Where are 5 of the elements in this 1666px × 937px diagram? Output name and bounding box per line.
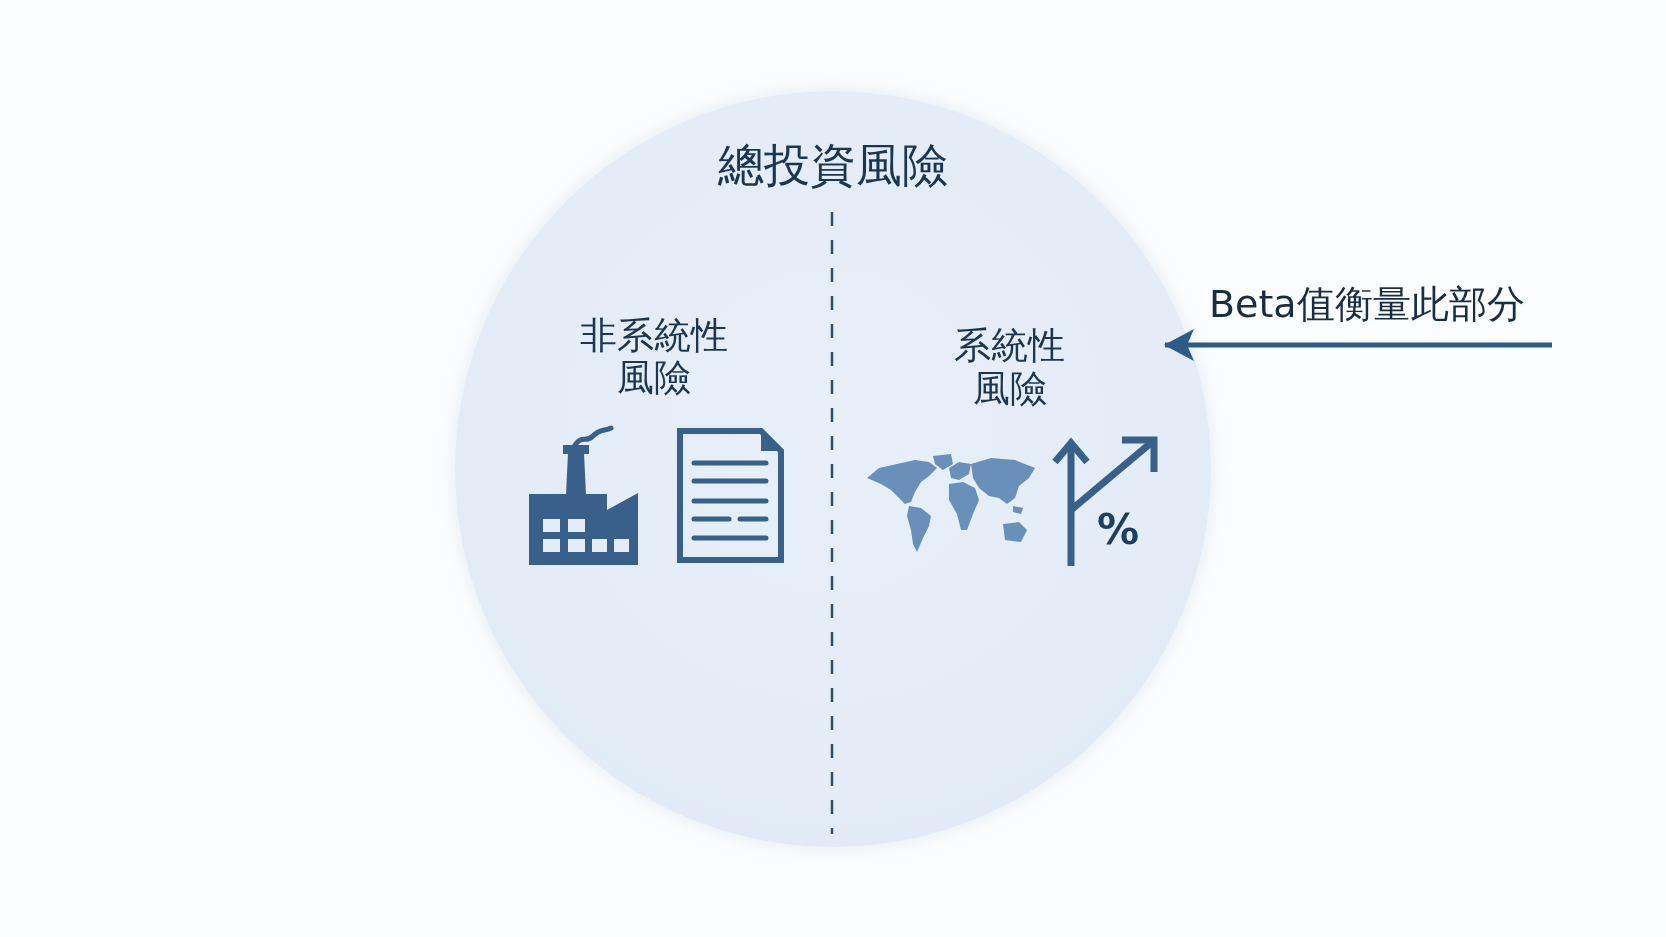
section-label: 系統性風險 [953, 324, 1066, 410]
arrow [1164, 329, 1552, 361]
section-label: 非系統性風險 [579, 315, 729, 399]
percent-sign: % [1097, 509, 1140, 551]
circle-title: 總投資風險 [718, 138, 948, 193]
